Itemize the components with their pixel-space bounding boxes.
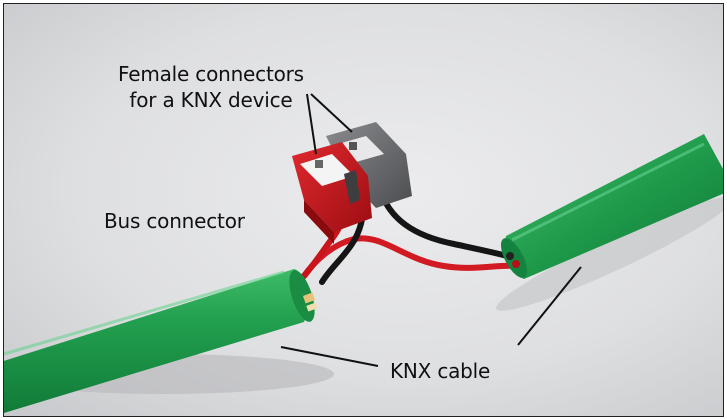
label-female-connectors: Female connectors for a KNX device bbox=[118, 61, 304, 113]
label-bus-connector: Bus connector bbox=[104, 209, 245, 233]
bus-connector bbox=[292, 122, 412, 244]
knx-cable-right bbox=[500, 134, 723, 279]
pointer-female-1 bbox=[306, 93, 317, 155]
photo-frame: Female connectors for a KNX device Bus c… bbox=[3, 3, 724, 417]
label-female-line2: for a KNX device bbox=[129, 88, 293, 112]
knx-cable-left bbox=[4, 269, 318, 413]
pointer-knx-2 bbox=[517, 266, 582, 346]
label-knx-cable: KNX cable bbox=[390, 359, 491, 383]
pointer-knx-1 bbox=[280, 346, 379, 367]
pointer-female-2 bbox=[310, 93, 353, 133]
black-wire-right bbox=[377, 186, 521, 262]
red-wire bbox=[301, 235, 519, 279]
pointer-lines bbox=[280, 93, 582, 367]
label-female-line1: Female connectors bbox=[118, 62, 304, 86]
photo bbox=[4, 4, 723, 416]
